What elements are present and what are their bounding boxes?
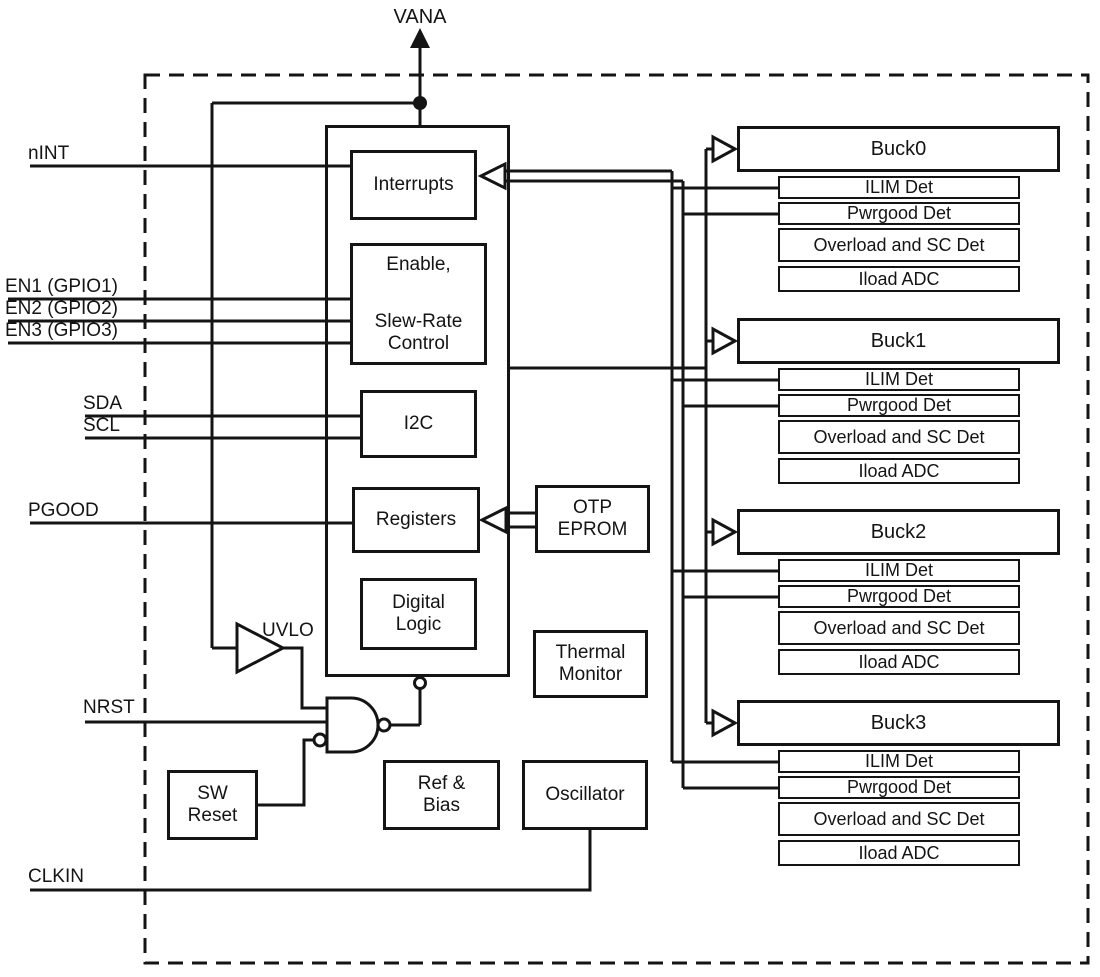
oscillator-block: Oscillator [522, 760, 648, 830]
chip-boundary [143, 73, 1090, 965]
buck1-iload-adc: Iload ADC [778, 458, 1020, 484]
buck1-iload-adc-label: Iload ADC [858, 460, 940, 481]
pin-label-pgood: PGOOD [28, 500, 99, 521]
vana-arrowhead-icon [410, 28, 430, 48]
buck2-ilim-det: ILIM Det [778, 559, 1020, 582]
buck1-title: Buck1 [870, 329, 927, 352]
nand-input-bubble [312, 732, 328, 748]
pin-label-sda: SDA [83, 393, 123, 414]
buck0-pwrgood-det: Pwrgood Det [778, 202, 1020, 225]
pin-label-nint: nINT [28, 143, 70, 164]
enable-slew-rate-block: Enable, Slew-Rate Control [350, 243, 487, 365]
buck1-block: Buck1 [737, 318, 1060, 364]
digital-logic-line1: Digital [392, 592, 445, 614]
nand-gate-symbol [325, 696, 380, 754]
otp-eprom-block: OTP EPROM [535, 485, 650, 553]
pin-label-en3: EN3 (GPIO3) [5, 320, 118, 341]
pin-label-scl: SCL [83, 415, 120, 436]
control-arrowhead-buck2 [711, 517, 739, 547]
buck0-overload-sc-det: Overload and SC Det [778, 228, 1020, 262]
buck1-pwrgood-det-label: Pwrgood Det [846, 395, 952, 415]
otp-line2: EPROM [557, 519, 628, 540]
interrupts-label: Interrupts [373, 174, 454, 196]
buck3-ilim-det-label: ILIM Det [864, 751, 934, 771]
junction-dot [413, 96, 427, 110]
buck3-pwrgood-det-label: Pwrgood Det [846, 777, 952, 797]
i2c-label: I2C [403, 413, 434, 435]
pin-label-en2: EN2 (GPIO2) [5, 298, 118, 319]
buck0-ilim-det-label: ILIM Det [864, 177, 934, 197]
enable-label-line3: Control [387, 333, 450, 355]
buck2-overload-sc-det-label: Overload and SC Det [813, 617, 985, 638]
buck0-pwrgood-det-label: Pwrgood Det [846, 203, 952, 223]
buck0-overload-sc-det-label: Overload and SC Det [813, 234, 985, 255]
wire-uvlo-out [283, 646, 327, 710]
digital-core-block [325, 125, 510, 677]
buck1-overload-sc-det: Overload and SC Det [778, 420, 1020, 454]
buck0-iload-adc-label: Iload ADC [858, 268, 940, 289]
pin-label-en1: EN1 (GPIO1) [5, 276, 118, 297]
buck0-title: Buck0 [870, 137, 927, 160]
registers-block: Registers [352, 487, 480, 553]
buck2-ilim-det-label: ILIM Det [864, 560, 934, 580]
buck1-ilim-det: ILIM Det [778, 368, 1020, 391]
bucks-to-interrupts-arrowhead [477, 161, 507, 191]
buck2-pwrgood-det: Pwrgood Det [778, 585, 1020, 608]
buck2-pwrgood-det-label: Pwrgood Det [846, 586, 952, 606]
pin-label-clkin: CLKIN [28, 866, 84, 887]
buck3-pwrgood-det: Pwrgood Det [778, 776, 1020, 799]
enable-label-line2: Slew-Rate [374, 311, 463, 333]
ref-bias-line1: Ref & [417, 773, 466, 795]
buck3-title: Buck3 [870, 711, 927, 734]
buck1-pwrgood-det: Pwrgood Det [778, 394, 1020, 417]
control-arrowhead-buck0 [711, 134, 739, 164]
thermal-line2: Monitor [558, 664, 623, 685]
buck2-title: Buck2 [870, 520, 927, 543]
digital-logic-block: Digital Logic [360, 578, 477, 650]
digital-logic-line2: Logic [395, 614, 442, 635]
buck2-block: Buck2 [737, 509, 1060, 555]
otp-to-registers-arrowhead [478, 505, 508, 535]
thermal-monitor-block: Thermal Monitor [533, 630, 648, 698]
buck1-ilim-det-label: ILIM Det [864, 369, 934, 389]
control-arrowhead-buck1 [711, 326, 739, 356]
buck3-ilim-det: ILIM Det [778, 750, 1020, 773]
buck3-overload-sc-det-label: Overload and SC Det [813, 808, 985, 829]
sw-reset-block: SW Reset [167, 770, 258, 840]
thermal-line1: Thermal [555, 642, 626, 664]
uvlo-buffer-symbol [235, 621, 287, 675]
i2c-block: I2C [360, 390, 477, 458]
buck2-iload-adc-label: Iload ADC [858, 651, 940, 672]
otp-line1: OTP [572, 497, 613, 519]
pin-label-vana: VANA [393, 6, 447, 28]
buck2-overload-sc-det: Overload and SC Det [778, 611, 1020, 645]
sw-reset-line2: Reset [187, 805, 238, 826]
wire-clkin [30, 830, 592, 892]
buck0-iload-adc: Iload ADC [778, 266, 1020, 292]
buck3-iload-adc: Iload ADC [778, 840, 1020, 866]
buck3-overload-sc-det: Overload and SC Det [778, 802, 1020, 836]
control-arrowhead-buck3 [711, 708, 739, 738]
buck2-iload-adc: Iload ADC [778, 649, 1020, 675]
buck3-iload-adc-label: Iload ADC [858, 842, 940, 863]
uvlo-label: UVLO [262, 620, 314, 641]
wire-sw-reset [258, 738, 314, 807]
buck0-ilim-det: ILIM Det [778, 176, 1020, 199]
buck0-block: Buck0 [737, 126, 1060, 172]
buck3-block: Buck3 [737, 700, 1060, 746]
ref-bias-line2: Bias [423, 795, 460, 816]
registers-label: Registers [375, 509, 457, 531]
interrupts-block: Interrupts [350, 150, 477, 220]
buck1-overload-sc-det-label: Overload and SC Det [813, 426, 985, 447]
oscillator-label: Oscillator [545, 784, 625, 806]
enable-label-line1: Enable, [386, 254, 451, 275]
signal-wires [8, 46, 778, 892]
core-reset-input-bubble [413, 676, 427, 690]
sw-reset-line1: SW [197, 783, 228, 805]
pin-label-nrst: NRST [83, 697, 135, 718]
ref-bias-block: Ref & Bias [383, 760, 500, 830]
nand-output-bubble [376, 717, 392, 733]
